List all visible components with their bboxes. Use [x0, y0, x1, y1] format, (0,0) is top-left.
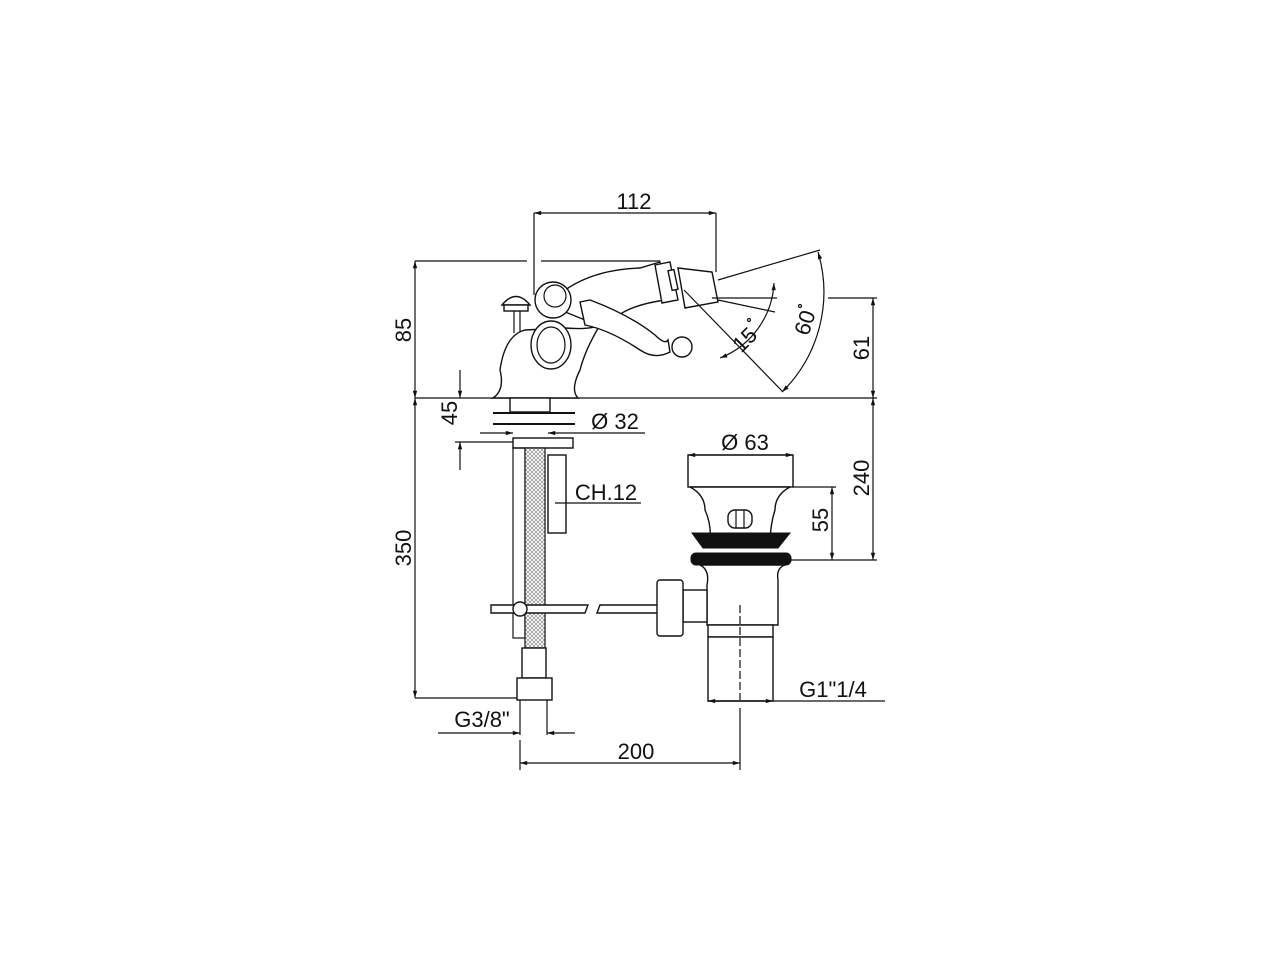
- supply-hose-assembly: [493, 397, 575, 735]
- dim-63-label: Ø 63: [721, 430, 769, 455]
- faucet-body: [490, 261, 719, 399]
- dimension-55: 55: [790, 486, 877, 561]
- dimension-45: 45: [437, 370, 513, 470]
- dimension-g1-1-4: G1"1/4: [708, 677, 885, 704]
- dim-45-label: 45: [437, 401, 462, 425]
- popup-rod: [490, 601, 661, 617]
- dimension-350: 350: [391, 398, 517, 699]
- ch12-label: CH.12: [575, 480, 637, 505]
- dim-55-label: 55: [808, 508, 833, 532]
- dimension-240: 240: [849, 398, 876, 560]
- dim-61-label: 61: [849, 336, 874, 360]
- dimension-85: 85: [391, 260, 660, 398]
- dim-85-label: 85: [391, 318, 416, 342]
- pop-up-drain: [656, 454, 794, 702]
- dim-350-label: 350: [391, 530, 416, 567]
- dimension-200: 200: [519, 708, 741, 770]
- dim-32-label: Ø 32: [591, 409, 639, 434]
- dim-112-label: 112: [616, 189, 651, 214]
- dim-240-label: 240: [849, 460, 874, 497]
- dimension-61: 61: [849, 298, 876, 398]
- dimension-g38: G3/8": [438, 707, 575, 736]
- spray-angle-indicator: 15 60: [683, 249, 877, 393]
- angle-60-label: 60: [789, 307, 820, 338]
- dim-200-label: 200: [618, 739, 655, 764]
- dimension-diameter-63: Ø 63: [688, 430, 793, 458]
- dimension-ch12: CH.12: [555, 480, 641, 505]
- g38-label: G3/8": [454, 707, 510, 732]
- dimension-diameter-32: Ø 32: [480, 409, 645, 436]
- dimension-112: 112: [533, 189, 717, 295]
- g114-label: G1"1/4: [799, 677, 867, 702]
